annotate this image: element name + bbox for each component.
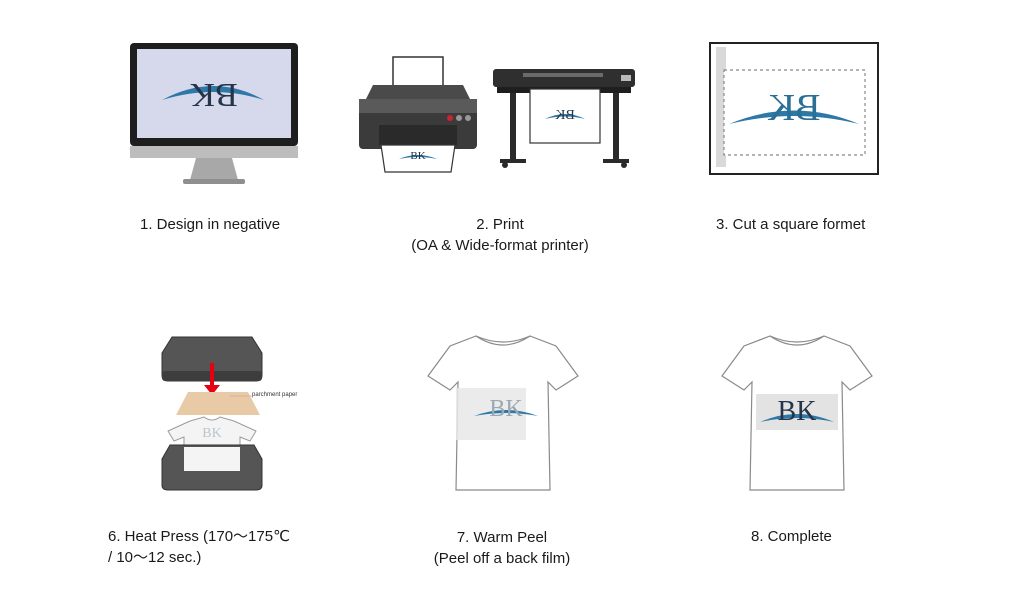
peeling-film bbox=[456, 388, 526, 440]
monitor-logo: BK bbox=[190, 76, 238, 113]
transfer-film bbox=[756, 394, 838, 430]
step-1-caption: 1. Design in negative bbox=[140, 214, 280, 235]
step-2-sublabel: (OA & Wide-format printer) bbox=[411, 237, 589, 254]
parchment-sheet bbox=[176, 392, 260, 415]
step-2-illustration: BK BK bbox=[355, 55, 640, 175]
monitor-icon: BK bbox=[130, 43, 298, 184]
step-8-illustration: BK bbox=[720, 332, 874, 494]
step-3-caption: 3. Cut a square formet bbox=[716, 214, 865, 235]
cut-sheet-icon: BK bbox=[709, 42, 879, 175]
step-2-caption: 2. Print (OA & Wide-format printer) bbox=[400, 214, 600, 256]
printed-logo-small: BK bbox=[410, 150, 425, 162]
step-6-caption: 6. Heat Press (170～175℃ / 10～12 sec.) bbox=[108, 526, 290, 568]
step-7-sublabel: (Peel off a back film) bbox=[433, 550, 571, 567]
tshirt-icon: BK bbox=[721, 335, 873, 491]
step-8-caption: 8. Complete bbox=[751, 526, 832, 547]
step-2-label: 2. Print bbox=[476, 216, 524, 233]
down-arrow-shaft bbox=[210, 363, 214, 387]
cut-sheet-logo: BK bbox=[767, 87, 820, 129]
press-shirt-logo: BK bbox=[202, 426, 221, 441]
step-8-label: 8. Complete bbox=[751, 528, 832, 545]
printed-logo-wide: BK bbox=[555, 108, 574, 123]
printer-icon: BK BK bbox=[359, 56, 635, 173]
step-3-illustration: BK bbox=[709, 42, 879, 175]
step-7-label: 7. Warm Peel bbox=[456, 529, 548, 546]
step-7-illustration: BK bbox=[426, 332, 580, 494]
step-6-sublabel: / 10～12 sec.) bbox=[108, 549, 202, 566]
step-6-label: 6. Heat Press (170～175℃ bbox=[108, 528, 290, 545]
step-1-label: 1. Design in negative bbox=[140, 216, 281, 233]
step-1-illustration: BK bbox=[128, 42, 300, 187]
peel-shirt-logo: BK bbox=[489, 396, 523, 422]
step-3-label: 3. Cut a square formet bbox=[716, 216, 866, 233]
step-7-caption: 7. Warm Peel (Peel off a back film) bbox=[402, 527, 602, 569]
tshirt-icon: BK bbox=[427, 335, 579, 491]
heat-press-icon: BK bbox=[161, 336, 263, 491]
down-arrow-icon bbox=[204, 385, 220, 395]
parchment-paper-label: parchment paper bbox=[252, 392, 298, 398]
complete-shirt-logo: BK bbox=[778, 396, 817, 427]
step-6-illustration: BK parchment paper bbox=[160, 335, 320, 492]
